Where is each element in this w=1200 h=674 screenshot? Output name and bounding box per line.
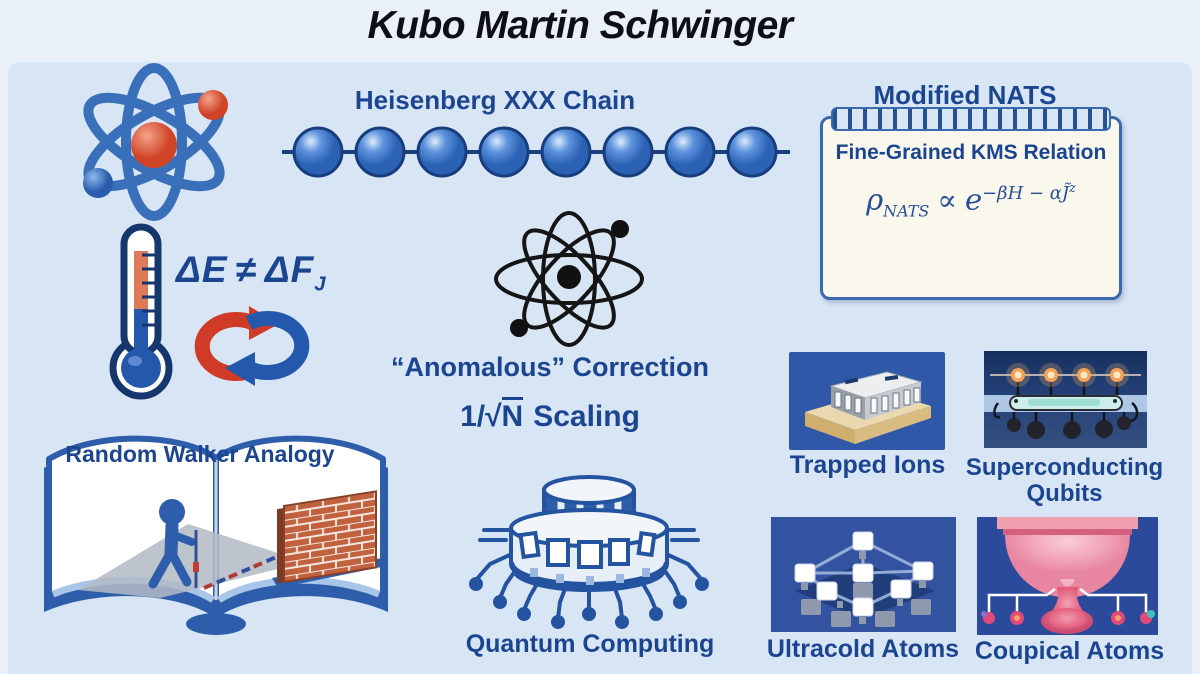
coupical-atoms-label: Coupical Atoms (974, 637, 1165, 665)
ultracold-atoms-label: Ultracold Atoms (766, 635, 960, 663)
cycle-arrows-icon (194, 306, 310, 386)
energy-inequality: ΔE≠ΔFJ (176, 249, 327, 296)
quantum-computing-label: Quantum Computing (465, 630, 715, 658)
modified-nats-heading: Modified NATS (873, 80, 1057, 110)
superconducting-qubits-label: Superconducting Qubits (965, 454, 1164, 507)
ultracold-atoms-tile (771, 517, 956, 632)
spin-chain-graphic (282, 126, 790, 178)
trapped-ions-label: Trapped Ions (789, 451, 946, 479)
atom-sketch-icon (494, 211, 644, 347)
spiral-binding-icon (831, 107, 1111, 131)
thermometer-icon (109, 223, 173, 400)
random-walker-label: Random Walker Analogy (65, 441, 335, 467)
kms-formula: ρNATS∝e−βH − αJ̃z (866, 181, 1076, 221)
superconducting-qubits-tile (984, 351, 1147, 448)
trapped-ions-tile (789, 352, 945, 450)
note-title: Fine-Grained KMS Relation (835, 141, 1107, 164)
heisenberg-chain-label: Heisenberg XXX Chain (354, 85, 636, 115)
page-title: Kubo Martin Schwinger (367, 4, 793, 47)
kms-notepad: Fine-Grained KMS Relation ρNATS∝e−βH − α… (820, 107, 1122, 300)
coupical-atoms-tile (977, 517, 1158, 635)
quantum-computer-illustration (469, 475, 709, 629)
anomalous-correction-label: “Anomalous” Correction (390, 352, 710, 382)
atom-icon (83, 63, 228, 221)
random-walker-book-illustration (44, 435, 388, 635)
